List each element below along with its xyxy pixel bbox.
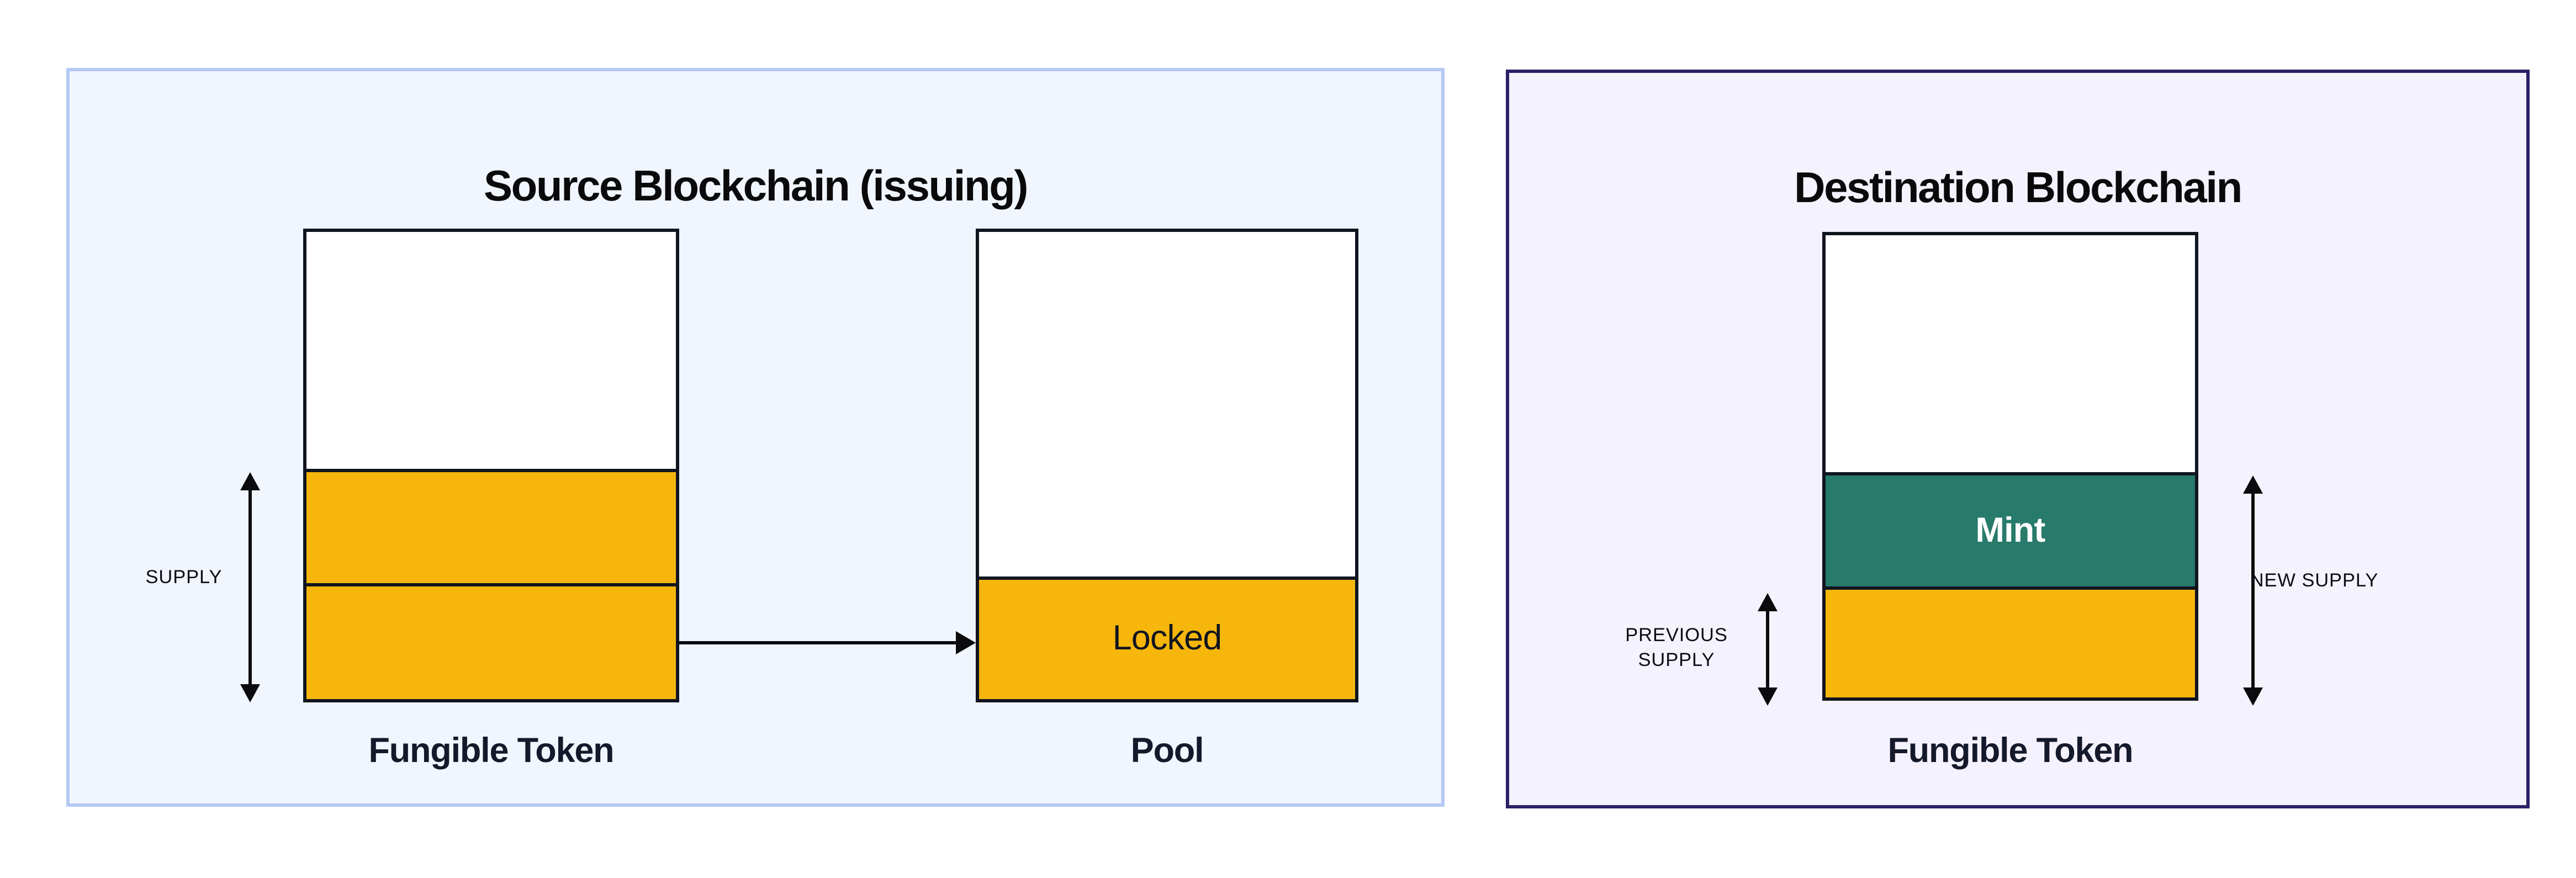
source-ft-supply-lower-segment <box>306 583 676 699</box>
source-panel-title: Source Blockchain (issuing) <box>483 160 1028 210</box>
mint-segment-label: Mint <box>1975 511 2046 549</box>
arrow-up-icon <box>1757 593 1777 611</box>
destination-ft-unissued-segment <box>1826 235 2195 472</box>
arrow-shaft <box>679 641 956 644</box>
supply-label: SUPPLY <box>145 568 223 588</box>
arrow-down-icon <box>2242 687 2262 706</box>
destination-fungible-token-bar: Mint <box>1822 232 2198 701</box>
source-fungible-token-label: Fungible Token <box>368 732 614 770</box>
source-fungible-token-bar <box>303 229 679 702</box>
destination-ft-mint-segment: Mint <box>1826 472 2195 586</box>
destination-ft-previous-supply-segment <box>1826 586 2195 697</box>
supply-range-arrow <box>239 472 260 702</box>
source-ft-supply-upper-segment <box>306 469 676 583</box>
previous-supply-range-arrow <box>1756 593 1778 706</box>
destination-fungible-token-label: Fungible Token <box>1887 732 2133 770</box>
lock-transfer-arrow <box>679 631 976 654</box>
locked-segment-label: Locked <box>1112 620 1223 658</box>
pool-label: Pool <box>1130 732 1204 770</box>
source-ft-unissued-segment <box>306 232 676 469</box>
destination-blockchain-panel: Destination Blockchain Mint PREVIOUS SUP… <box>1506 70 2530 808</box>
previous-supply-label: PREVIOUS SUPPLY <box>1625 626 1728 671</box>
arrow-shaft <box>1765 611 1769 687</box>
arrow-up-icon <box>2242 475 2262 494</box>
arrow-up-icon <box>239 472 260 490</box>
new-supply-label: NEW SUPPLY <box>2250 572 2379 591</box>
arrow-right-icon <box>956 631 976 654</box>
source-blockchain-panel: Source Blockchain (issuing) SUPPLY <box>66 68 1445 807</box>
arrow-shaft <box>2250 494 2254 687</box>
arrow-shaft <box>247 490 251 684</box>
pool-empty-segment <box>979 232 1355 576</box>
destination-panel-title: Destination Blockchain <box>1794 161 2242 211</box>
arrow-down-icon <box>239 684 260 702</box>
pool-bar: Locked <box>976 229 1358 702</box>
arrow-down-icon <box>1757 687 1777 706</box>
new-supply-range-arrow <box>2241 475 2263 706</box>
pool-locked-segment: Locked <box>979 576 1355 699</box>
